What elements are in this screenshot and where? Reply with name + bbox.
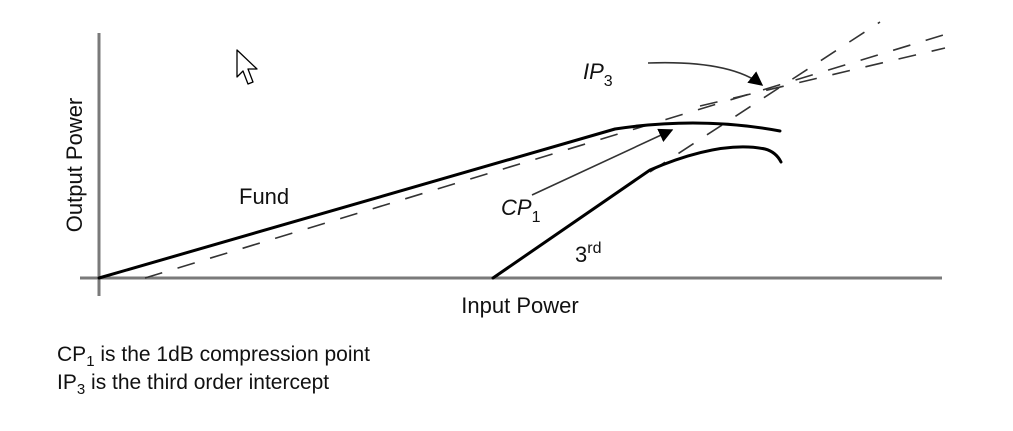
y-axis-label: Output Power xyxy=(62,98,87,233)
fund-label: Fund xyxy=(239,184,289,209)
fund-extrapolation-line-2 xyxy=(699,47,946,107)
note-cp1-sub: 1 xyxy=(86,353,95,370)
note-ip3: IP3 is the third order intercept xyxy=(57,370,329,403)
ip3-label-sub: 3 xyxy=(604,73,613,90)
ip3-arrow xyxy=(647,61,764,86)
note-cp1: CP1 is the 1dB compression point xyxy=(57,342,370,375)
note-cp1-base: CP xyxy=(57,343,87,366)
mouse-pointer-icon xyxy=(236,49,258,85)
cp1-label-sub: 1 xyxy=(532,209,541,226)
fund-extrapolation-line xyxy=(144,32,951,279)
x-axis-label: Input Power xyxy=(461,293,578,318)
note-ip3-text: is the third order intercept xyxy=(85,371,330,394)
third-order-curve xyxy=(491,145,783,280)
note-ip3-sub: 3 xyxy=(76,381,86,398)
third-order-label-base: 3 xyxy=(575,242,587,267)
cp1-arrow xyxy=(531,128,674,196)
note-ip3-base: IP xyxy=(57,371,77,394)
ip3-label: IP3 xyxy=(583,59,613,90)
third-extrapolation-line xyxy=(649,21,881,173)
note-cp1-text: is the 1dB compression point xyxy=(94,343,371,366)
third-order-label-sup: rd xyxy=(587,240,601,257)
third-order-label: 3rd xyxy=(575,240,601,267)
cp1-label: CP1 xyxy=(501,195,541,226)
ip3-label-base: IP xyxy=(583,59,604,84)
fund-curve xyxy=(97,121,782,280)
cp1-label-base: CP xyxy=(501,195,532,220)
